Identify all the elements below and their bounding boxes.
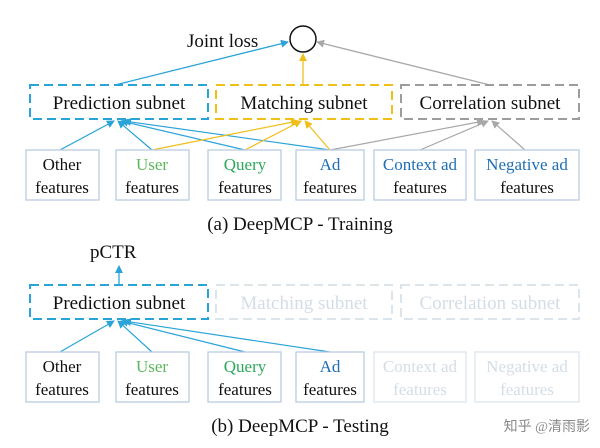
svg-text:Context ad: Context ad [383, 155, 458, 174]
correlation-subnet-label: Correlation subnet [420, 93, 562, 114]
testing-feature-other: Other features [25, 351, 100, 403]
svg-text:Query: Query [224, 357, 267, 376]
svg-text:features: features [393, 178, 447, 197]
correlation-subnet-box [400, 84, 580, 120]
svg-text:Negative ad: Negative ad [486, 357, 568, 376]
testing-caption: (b) DeepMCP - Testing [211, 416, 389, 437]
joint-loss-label: Joint loss [187, 31, 258, 52]
svg-text:features: features [125, 380, 179, 399]
svg-text:Other: Other [43, 357, 82, 376]
testing-feature-context-ad: Context ad features [373, 351, 467, 403]
testing-prediction-subnet-label: Prediction subnet [53, 293, 186, 314]
testing-feature-ad: Ad features [295, 351, 365, 403]
training-feature-negative-ad: Negative ad features [474, 149, 580, 201]
arrow-prediction-to-loss [114, 39, 289, 86]
testing-panel: pCTR Prediction subnet Matching subnet C… [25, 242, 580, 437]
training-feature-query: Query features [207, 149, 282, 201]
testing-feature-query: Query features [207, 351, 282, 403]
svg-text:User: User [136, 357, 168, 376]
testing-feature-arrows [59, 318, 331, 353]
training-feature-context-ad: Context ad features [373, 149, 467, 201]
pctr-label: pCTR [90, 242, 137, 263]
svg-text:Query: Query [224, 155, 267, 174]
testing-feature-negative-ad: Negative ad features [474, 351, 580, 403]
svg-text:features: features [218, 380, 272, 399]
svg-text:features: features [218, 178, 272, 197]
arrow-correlation-to-loss [316, 39, 491, 86]
svg-text:features: features [500, 178, 554, 197]
training-feature-other: Other features [25, 149, 100, 201]
testing-prediction-subnet-box [29, 284, 209, 320]
testing-correlation-subnet-box [400, 284, 580, 320]
svg-text:Ad: Ad [320, 357, 341, 376]
prediction-subnet-label: Prediction subnet [53, 93, 186, 114]
joint-loss-node [289, 25, 317, 53]
svg-text:features: features [303, 178, 357, 197]
training-panel: Joint loss Prediction subnet Matching su… [25, 25, 580, 235]
svg-text:Other: Other [43, 155, 82, 174]
training-feature-user: User features [115, 149, 190, 201]
testing-matching-subnet-label: Matching subnet [240, 293, 368, 314]
testing-correlation-subnet-label: Correlation subnet [420, 293, 562, 314]
matching-subnet-label: Matching subnet [240, 93, 368, 114]
svg-text:Context ad: Context ad [383, 357, 458, 376]
prediction-subnet-box [29, 84, 209, 120]
svg-text:Ad: Ad [320, 155, 341, 174]
svg-text:features: features [500, 380, 554, 399]
training-feature-arrows [59, 118, 526, 151]
svg-text:features: features [303, 380, 357, 399]
training-caption: (a) DeepMCP - Training [207, 214, 393, 235]
svg-text:features: features [393, 380, 447, 399]
svg-text:Negative ad: Negative ad [486, 155, 568, 174]
svg-text:features: features [125, 178, 179, 197]
svg-text:User: User [136, 155, 168, 174]
svg-text:features: features [35, 380, 89, 399]
testing-feature-user: User features [115, 351, 190, 403]
svg-text:features: features [35, 178, 89, 197]
watermark: 知乎 @清雨影 [504, 418, 590, 435]
matching-subnet-box [215, 84, 393, 120]
testing-matching-subnet-box [215, 284, 393, 320]
training-feature-ad: Ad features [295, 149, 365, 201]
